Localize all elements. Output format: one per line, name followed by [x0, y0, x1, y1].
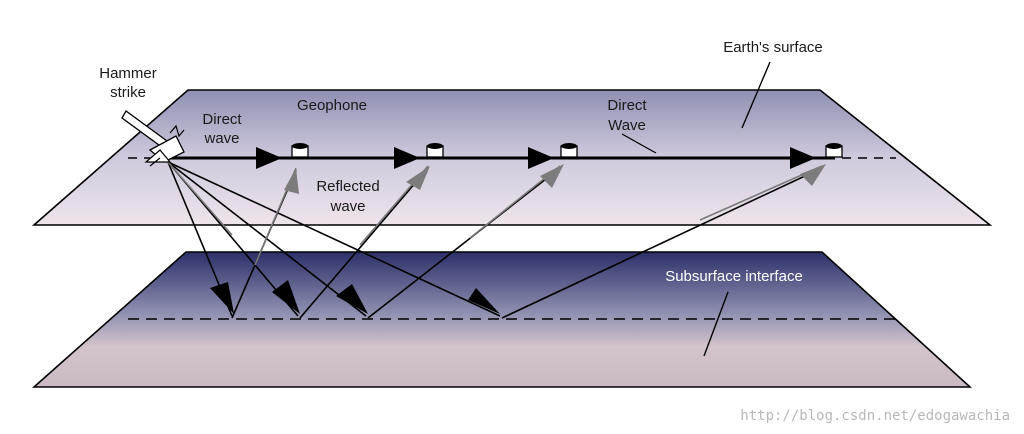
- geophone-4-icon: [825, 143, 843, 158]
- geophone-label: Geophone: [297, 97, 367, 114]
- subsurface-leader-line: [703, 291, 729, 357]
- hammer-label-line1: Hammer: [99, 65, 157, 82]
- earth-surface-label: Earth's surface: [723, 39, 823, 56]
- geophone-2-icon: [426, 143, 444, 158]
- geophone-icons: [291, 143, 843, 158]
- reflected-arrowheads: [284, 164, 826, 194]
- watermark-text: http://blog.csdn.net/edogawachia: [740, 408, 1010, 424]
- geophone-3-icon: [560, 143, 578, 158]
- direct-wave-arrowheads: [256, 147, 816, 169]
- hammer-label-line2: strike: [110, 84, 146, 101]
- direct-wave-left-label-line1: Direct: [202, 111, 242, 128]
- reflected-wave-label-line2: wave: [329, 198, 365, 215]
- subsurface-interface-plane: [31, 251, 973, 388]
- subsurface-interface-label: Subsurface interface: [665, 268, 803, 285]
- hammer-icon: [121, 110, 185, 167]
- direct-wave-left-label-line2: wave: [203, 130, 239, 147]
- direct-wave-right-label-line2: Wave: [608, 117, 646, 134]
- geophone-1-icon: [291, 143, 309, 158]
- earth-surface-leader-line: [741, 61, 771, 129]
- direct-wave-right-label-line1: Direct: [607, 97, 647, 114]
- reflected-wave-label-line1: Reflected: [316, 178, 379, 195]
- downgoing-arrowheads: [210, 280, 500, 314]
- direct-wave-right-leader-line: [621, 133, 657, 154]
